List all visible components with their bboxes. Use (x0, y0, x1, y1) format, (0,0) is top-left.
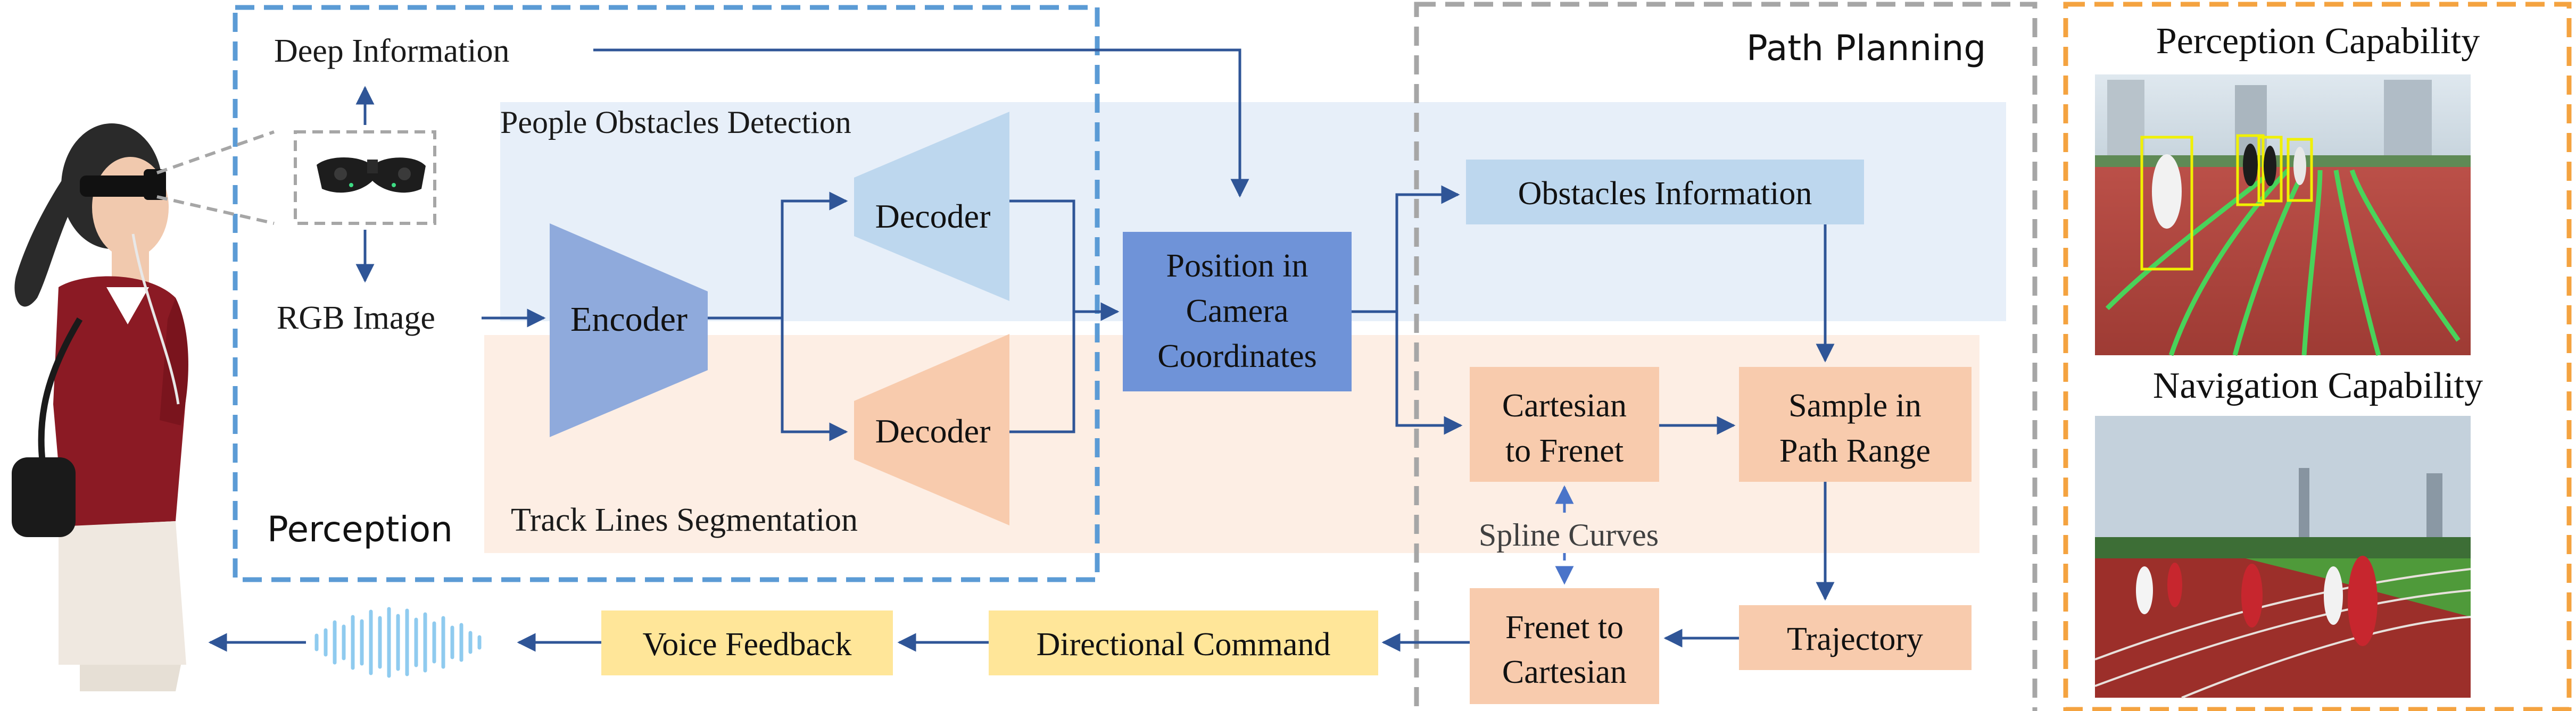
frenet-to-cartesian-block: Frenet to Cartesian (1470, 588, 1659, 704)
obstacles-information-label: Obstacles Information (1518, 175, 1812, 212)
sound-wave-icon (314, 607, 482, 678)
spline-curves-label: Spline Curves (1479, 517, 1659, 553)
cartesian-to-frenet-block: Cartesian to Frenet (1470, 367, 1659, 482)
encoder-label: Encoder (570, 300, 688, 339)
rgb-image-label: RGB Image (277, 300, 435, 336)
position-block: Position in Camera Coordinates (1123, 232, 1352, 391)
perception-capability-title: Perception Capability (2156, 21, 2480, 62)
position-label-line2: Camera (1186, 293, 1289, 329)
trajectory-block: Trajectory (1739, 605, 1972, 670)
encoder-block: Encoder (550, 223, 708, 437)
position-label-line1: Position in (1166, 248, 1308, 284)
path-planning-section-title: Path Planning (1746, 28, 1986, 69)
directional-command-label: Directional Command (1037, 626, 1331, 663)
perception-capability-image (2095, 74, 2471, 356)
frenet-to-cartesian-line1: Frenet to (1505, 609, 1624, 646)
perception-section-title: Perception (267, 509, 453, 550)
navigation-capability-title: Navigation Capability (2153, 365, 2483, 406)
voice-feedback-block: Voice Feedback (601, 610, 893, 675)
position-label-line3: Coordinates (1157, 338, 1317, 374)
perception-section-border (233, 5, 1100, 582)
navigation-capability-image (2094, 416, 2471, 699)
decoder-top-label: Decoder (875, 197, 991, 235)
sample-path-range-line2: Path Range (1779, 433, 1931, 469)
directional-command-block: Directional Command (989, 610, 1378, 675)
trajectory-label: Trajectory (1787, 621, 1923, 657)
path-planning-section-border (1414, 2, 2037, 711)
decoder-top-block: Decoder (854, 112, 1009, 301)
person-icon (12, 123, 188, 691)
sample-path-range-block: Sample in Path Range (1739, 367, 1972, 482)
sample-path-range-line1: Sample in (1788, 388, 1921, 424)
glasses-device-icon (317, 157, 426, 193)
decoder-bottom-label: Decoder (875, 412, 991, 450)
track-lines-segmentation-label: Track Lines Segmentation (511, 502, 858, 538)
cartesian-to-frenet-line1: Cartesian (1502, 388, 1627, 424)
decoder-bottom-block: Decoder (854, 334, 1009, 525)
frenet-to-cartesian-line2: Cartesian (1502, 654, 1627, 690)
glasses-device-callout (156, 130, 436, 225)
deep-information-label: Deep Information (274, 33, 509, 69)
obstacles-information-block: Obstacles Information (1466, 160, 1864, 224)
people-obstacles-detection-label: People Obstacles Detection (500, 105, 851, 140)
voice-feedback-label: Voice Feedback (642, 626, 851, 663)
cartesian-to-frenet-line2: to Frenet (1505, 433, 1624, 469)
